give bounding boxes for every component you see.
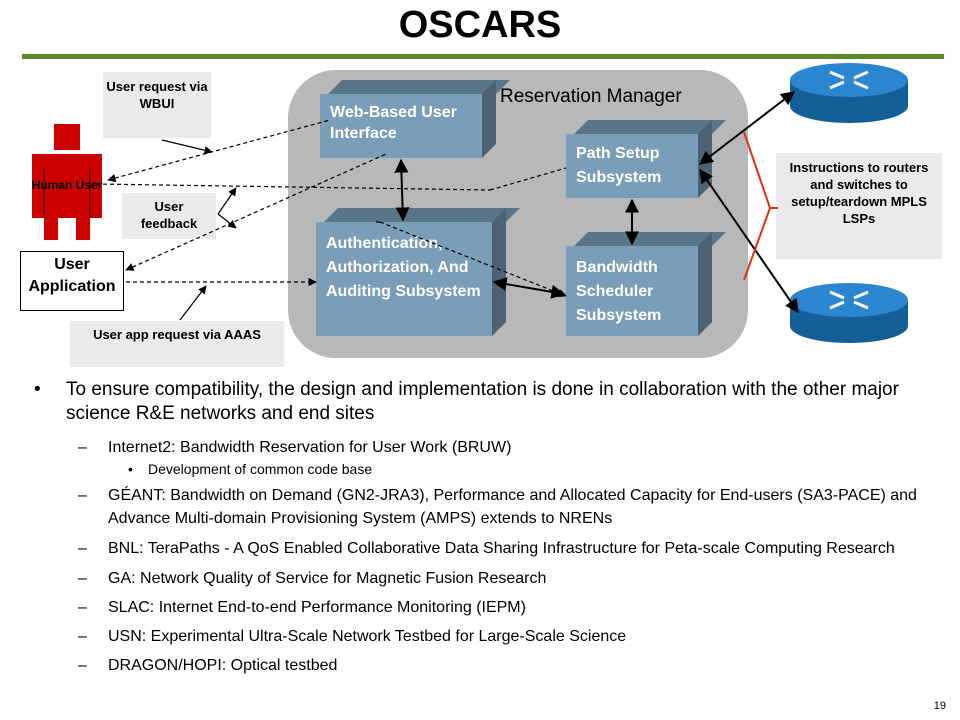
list-item-text: GA: Network Quality of Service for Magne… bbox=[108, 570, 547, 587]
user-app-request-callout: User app request via AAAS bbox=[70, 321, 284, 367]
page-title: OSCARS bbox=[398, 4, 562, 46]
dash-icon: – bbox=[78, 628, 87, 645]
list-item: – GÉANT: Bandwidth on Demand (GN2-JRA3),… bbox=[34, 484, 934, 530]
bandwidth-scheduler-box: Bandwidth Scheduler Subsystem bbox=[566, 232, 726, 336]
dash-icon: – bbox=[78, 439, 87, 456]
list-item-text: USN: Experimental Ultra-Scale Network Te… bbox=[108, 628, 627, 645]
router-icon bbox=[790, 283, 908, 343]
user-application-box: User Application bbox=[20, 251, 124, 311]
page-number: 19 bbox=[933, 700, 946, 712]
bandwidth-scheduler-label: Bandwidth Scheduler Subsystem bbox=[576, 259, 662, 324]
list-item: – BNL: TeraPaths - A QoS Enabled Collabo… bbox=[34, 537, 934, 561]
list-item-text: SLAC: Internet End-to-end Performance Mo… bbox=[108, 599, 526, 616]
bullet-dot-icon: • bbox=[128, 461, 133, 477]
aaa-box: Authentication, Authorization, And Audit… bbox=[316, 208, 520, 336]
web-ui-label: Web-Based User Interface bbox=[330, 104, 457, 142]
list-item: – DRAGON/HOPI: Optical testbed bbox=[34, 655, 934, 677]
path-setup-label: Path Setup Subsystem bbox=[576, 145, 662, 186]
dash-icon: – bbox=[78, 599, 87, 616]
list-item: – Internet2: Bandwidth Reservation for U… bbox=[34, 437, 934, 459]
dash-icon: – bbox=[78, 570, 87, 587]
path-setup-box: Path Setup Subsystem bbox=[566, 120, 726, 198]
reservation-manager-label: Reservation Manager bbox=[500, 86, 682, 107]
sub-list-item-text: Development of common code base bbox=[148, 461, 373, 477]
list-item-text: Internet2: Bandwidth Reservation for Use… bbox=[108, 439, 512, 456]
user-feedback-callout: User feedback bbox=[122, 193, 216, 239]
list-item: – SLAC: Internet End-to-end Performance … bbox=[34, 597, 934, 619]
web-ui-box: Web-Based User Interface bbox=[320, 80, 510, 158]
list-item-text: BNL: TeraPaths - A QoS Enabled Collabora… bbox=[108, 540, 895, 557]
dash-icon: – bbox=[78, 540, 87, 557]
sub-list-item: • Development of common code base bbox=[34, 461, 934, 478]
bullet-dot-icon: • bbox=[34, 379, 41, 400]
main-bullet-text: To ensure compatibility, the design and … bbox=[66, 379, 899, 424]
user-request-callout: User request via WBUI bbox=[103, 72, 211, 138]
list-item-text: DRAGON/HOPI: Optical testbed bbox=[108, 657, 338, 674]
human-user-icon bbox=[32, 124, 102, 240]
dash-icon: – bbox=[78, 657, 87, 674]
instructions-callout: Instructions to routers and switches to … bbox=[776, 153, 942, 259]
router-icon bbox=[790, 63, 908, 123]
human-user-label: Human User bbox=[31, 178, 103, 192]
dash-icon: – bbox=[78, 487, 87, 504]
bullet-list: • To ensure compatibility, the design an… bbox=[34, 378, 934, 677]
list-item-text: GÉANT: Bandwidth on Demand (GN2-JRA3), P… bbox=[108, 487, 917, 527]
title-rule bbox=[22, 54, 944, 59]
main-bullet: • To ensure compatibility, the design an… bbox=[34, 378, 934, 426]
list-item: – USN: Experimental Ultra-Scale Network … bbox=[34, 626, 934, 648]
aaa-label: Authentication, Authorization, And Audit… bbox=[326, 235, 481, 300]
list-item: – GA: Network Quality of Service for Mag… bbox=[34, 568, 934, 590]
